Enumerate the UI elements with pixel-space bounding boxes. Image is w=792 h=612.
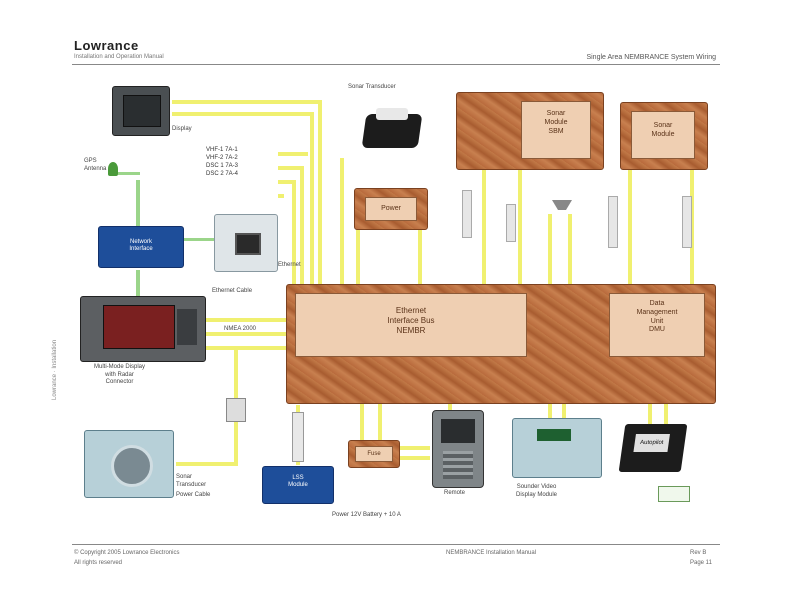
sonar-caption: Sonar Transducer (176, 474, 207, 488)
ethernet-jack (214, 214, 278, 272)
vhf-label-2: VHF-2 7A-2 (206, 155, 238, 162)
vhf-label-list: VHF-1 7A-1 VHF-2 7A-2 DSC 1 7A-3 DSC 2 7… (206, 146, 238, 178)
transducer-device (354, 104, 434, 160)
remote-label: Remote (444, 490, 466, 496)
power-block: Power (354, 188, 428, 230)
center-block: Ethernet Interface Bus NEMBR (295, 293, 527, 357)
logo-badge (658, 486, 690, 502)
header-logo: Lowrance (74, 38, 139, 53)
autopilot-unit: Autopilot (618, 424, 688, 472)
footer-left-2: All rights reserved (74, 560, 123, 566)
connector-1 (462, 190, 472, 238)
network-module: Network Interface (98, 226, 184, 268)
inline-fuse (226, 398, 246, 422)
chartplotter-caption: Multi-Mode Display with Radar Connector (94, 364, 146, 385)
ethernet-port-icon (235, 233, 261, 255)
connector-2 (506, 204, 516, 242)
chartplotter (80, 296, 206, 362)
vhf-label-1: VHF-1 7A-1 (206, 147, 238, 153)
vhf-label-4: DSC 2 7A-4 (206, 171, 239, 178)
display-unit (112, 86, 170, 136)
footer-right-2: Page 11 (690, 560, 712, 566)
gps-antenna-label: GPS Antenna (84, 158, 107, 172)
gps-antenna-icon (108, 162, 118, 176)
top-device-caption: Sonar Transducer (348, 84, 396, 90)
footer-center: NEMBRANCE Installation Manual (446, 550, 537, 556)
connector-4 (682, 196, 692, 248)
ethernet-cable-label: Ethernet Cable (212, 288, 253, 294)
bottom-caption: Power 12V Battery + 10 A (332, 512, 401, 518)
ethernet-label: Ethernet (278, 262, 301, 268)
header-right-title: Single Area NEMBRANCE System Wiring (586, 54, 716, 61)
sonar-module-left: Sonar Module SBM (456, 92, 604, 170)
nmea-cable-label: NMEA 2000 (224, 326, 257, 332)
header-divider (72, 64, 720, 65)
main-bus-block: Ethernet Interface Bus NEMBR Data Manage… (286, 284, 716, 404)
sonar-module-right: Sonar Module (620, 102, 708, 170)
footer-left-1: © Copyright 2005 Lowrance Electronics (74, 550, 180, 556)
lss-module: LSS Module (262, 466, 334, 504)
vhf-label-3: DSC 1 7A-3 (206, 163, 239, 170)
display-label: Display (172, 126, 192, 132)
side-note: Lowrance · Installation (52, 339, 58, 400)
splitter-icon (552, 200, 572, 210)
right-block: Data Management Unit DMU (609, 293, 705, 357)
vertical-connector (292, 412, 304, 462)
fuse-block: Fuse (348, 440, 400, 468)
remote-unit (432, 410, 484, 488)
sonar-power-caption: Power Cable (176, 492, 211, 498)
footer-divider (72, 544, 720, 545)
fan-icon (111, 445, 153, 487)
footer-right-1: Rev B (690, 550, 707, 556)
video-display-module (512, 418, 602, 478)
connector-3 (608, 196, 618, 248)
video-display-caption: Sounder Video Display Module (516, 484, 558, 498)
sonar-unit (84, 430, 174, 498)
header-subtitle: Installation and Operation Manual (74, 54, 164, 60)
